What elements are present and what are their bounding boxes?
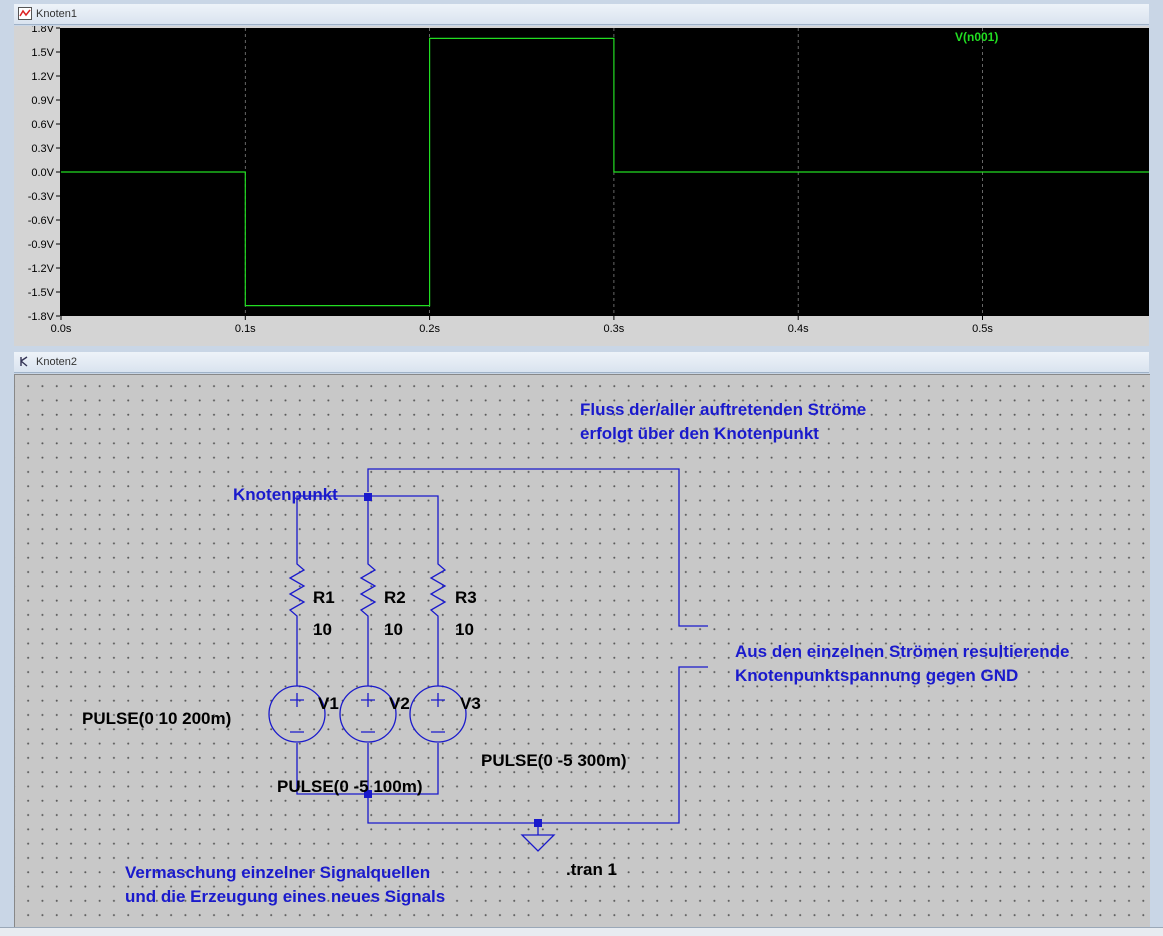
- x-tick-label: 0.2s: [419, 323, 440, 335]
- y-tick-label: -0.6V: [28, 215, 55, 227]
- r3-value[interactable]: 10: [455, 620, 474, 639]
- v1-value[interactable]: PULSE(0 10 200m): [82, 709, 231, 728]
- y-tick-label: -1.2V: [28, 263, 55, 275]
- junction-node-bottom[interactable]: [364, 790, 372, 798]
- y-tick-label: 1.5V: [31, 47, 54, 59]
- annotation-voltage-line2[interactable]: Knotenpunktspannung gegen GND: [735, 666, 1018, 685]
- schematic-window-titlebar[interactable]: Knoten2: [14, 352, 1149, 373]
- plot-window-title: Knoten1: [36, 8, 77, 20]
- spice-directive[interactable]: .tran 1: [566, 860, 617, 879]
- y-tick-label: -0.9V: [28, 239, 55, 251]
- window-frame-left: [0, 0, 14, 350]
- junction-gnd[interactable]: [534, 819, 542, 827]
- y-tick-label: 1.8V: [31, 26, 54, 35]
- voltage-source-v3[interactable]: [409, 685, 467, 743]
- voltage-source-v1[interactable]: [268, 685, 326, 743]
- x-tick-label: 0.5s: [972, 323, 993, 335]
- source-polarity-v3: [431, 693, 445, 733]
- v1-name[interactable]: V1: [318, 694, 339, 713]
- annotation-flow-line1[interactable]: Fluss der/aller auftretenden Ströme: [580, 400, 866, 419]
- x-tick-label: 0.4s: [788, 323, 809, 335]
- junction-node-top[interactable]: [364, 493, 372, 501]
- voltage-source-v2[interactable]: [339, 685, 397, 743]
- r2-value[interactable]: 10: [384, 620, 403, 639]
- annotation-flow-line2[interactable]: erfolgt über den Knotenpunkt: [580, 424, 819, 443]
- series-layer: [61, 37, 1163, 307]
- schematic-window: Knoten2: [0, 350, 1163, 935]
- source-polarity-v1: [290, 693, 304, 733]
- r3-name[interactable]: R3: [455, 588, 477, 607]
- series-line-v-n001-[interactable]: [61, 37, 1163, 307]
- y-tick-label: 0.0V: [31, 167, 54, 179]
- x-tick-label: 0.1s: [235, 323, 256, 335]
- annotation-mesh-line1[interactable]: Vermaschung einzelner Signalquellen: [125, 863, 430, 882]
- x-tick-label: 0.3s: [604, 323, 625, 335]
- plot-window-titlebar[interactable]: Knoten1: [14, 4, 1149, 25]
- window-frame-right: [1149, 350, 1163, 935]
- r2-name[interactable]: R2: [384, 588, 406, 607]
- x-axis-ticks: 0.0s 0.1s 0.2s 0.3s 0.4s 0.5s: [51, 316, 993, 335]
- window-frame-right: [1149, 0, 1163, 350]
- ground-icon[interactable]: [520, 834, 556, 852]
- annotation-voltage-line1[interactable]: Aus den einzelnen Strömen resultierende: [735, 642, 1069, 661]
- x-tick-label: 0.0s: [51, 323, 72, 335]
- source-polarity-v2: [361, 693, 375, 733]
- wire-bottom-loop[interactable]: [367, 666, 708, 824]
- schematic-icon: [20, 356, 28, 367]
- r1-name[interactable]: R1: [313, 588, 335, 607]
- status-strip: [0, 927, 1163, 936]
- y-tick-label: 1.2V: [31, 71, 54, 83]
- schematic-drawing[interactable]: Fluss der/aller auftretenden Ströme erfo…: [15, 375, 1150, 927]
- y-tick-label: -0.3V: [28, 191, 55, 203]
- v2-value[interactable]: PULSE(0 -5 100m): [277, 777, 423, 796]
- schematic-window-title: Knoten2: [36, 356, 77, 368]
- y-tick-label: 0.9V: [31, 95, 54, 107]
- y-tick-label: -1.8V: [28, 311, 55, 323]
- y-tick-label: 0.3V: [31, 143, 54, 155]
- plot-window: Knoten1 1.8V 1.5V 1.2V 0.9V 0.6V 0.3V 0.0V -0.3…: [0, 0, 1163, 350]
- y-axis-ticks: 1.8V 1.5V 1.2V 0.9V 0.6V 0.3V 0.0V -0.3V -0.6V -0…: [28, 23, 60, 323]
- schematic-canvas[interactable]: Fluss der/aller auftretenden Ströme erfo…: [14, 374, 1150, 927]
- waveform-plot[interactable]: 1.8V 1.5V 1.2V 0.9V 0.6V 0.3V 0.0V -0.3V -0.6V -0…: [14, 23, 1163, 346]
- window-frame-left: [0, 350, 14, 935]
- waveform-icon: [18, 7, 32, 20]
- label-knotenpunkt[interactable]: Knotenpunkt: [233, 485, 338, 504]
- y-tick-label: -1.5V: [28, 287, 55, 299]
- legend-trace-label[interactable]: V(n001): [955, 30, 998, 44]
- v3-value[interactable]: PULSE(0 -5 300m): [481, 751, 627, 770]
- resistor-r1[interactable]: [288, 556, 306, 624]
- y-tick-label: 0.6V: [31, 119, 54, 131]
- resistor-r3[interactable]: [429, 556, 447, 624]
- v3-name[interactable]: V3: [460, 694, 481, 713]
- v2-name[interactable]: V2: [389, 694, 410, 713]
- r1-value[interactable]: 10: [313, 620, 332, 639]
- waveform-chart[interactable]: 1.8V 1.5V 1.2V 0.9V 0.6V 0.3V 0.0V -0.3V -0.6V -0…: [14, 23, 1163, 346]
- wire-top-loop[interactable]: [367, 468, 708, 627]
- annotation-mesh-line2[interactable]: und die Erzeugung eines neues Signals: [125, 887, 445, 906]
- resistor-r2[interactable]: [359, 556, 377, 624]
